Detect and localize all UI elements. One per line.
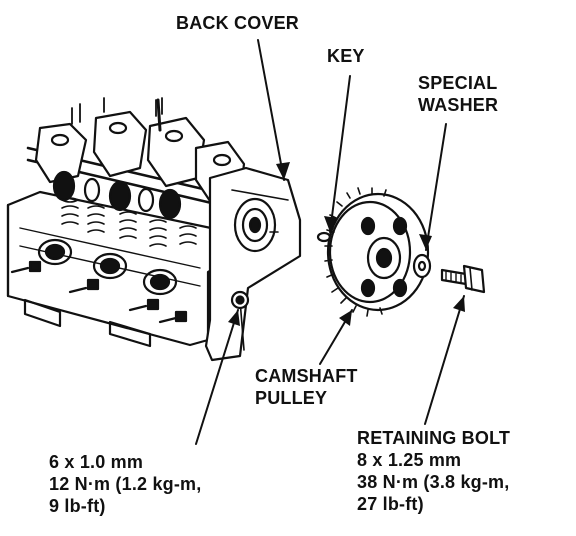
leader-special-washer <box>425 123 447 251</box>
retaining-bolt-torque-lbft: 27 lb-ft) <box>357 494 424 514</box>
key-label-text: KEY <box>327 46 365 66</box>
camshaft-pulley-label-line: PULLEY <box>255 388 328 408</box>
back-cover-label: BACK COVER <box>176 12 299 34</box>
retaining-bolt-torque: 38 N·m (3.8 kg-m, <box>357 472 510 492</box>
leader-back-cover <box>257 39 285 181</box>
retaining-bolt-size: 8 x 1.25 mm <box>357 450 462 470</box>
special-washer-label-line: SPECIAL <box>418 73 498 93</box>
camshaft-pulley-label-line: CAMSHAFT <box>255 366 358 386</box>
leader-head-bolt <box>195 309 239 445</box>
retaining-bolt-label: RETAINING BOLT 8 x 1.25 mm 38 N·m (3.8 k… <box>357 427 510 515</box>
cover-bolt-size: 6 x 1.0 mm <box>49 452 144 472</box>
leader-retaining-bolt <box>424 295 465 425</box>
arrow-heads <box>228 162 465 326</box>
back-cover-label-text: BACK COVER <box>176 13 300 33</box>
leader-key <box>329 75 351 233</box>
cover-bolt-torque: 12 N·m (1.2 kg-m, <box>49 474 202 494</box>
camshaft-pulley-label: CAMSHAFT PULLEY <box>255 365 358 409</box>
retaining-bolt <box>440 264 486 294</box>
special-washer <box>412 253 432 279</box>
back-cover <box>204 166 302 362</box>
special-washer-label: SPECIAL WASHER <box>418 72 498 116</box>
retaining-bolt-label-title: RETAINING BOLT <box>357 428 511 448</box>
cover-bolt-torque-lbft: 9 lb-ft) <box>49 496 106 516</box>
cover-bolt-spec-label: 6 x 1.0 mm 12 N·m (1.2 kg-m, 9 lb-ft) <box>49 451 201 517</box>
cylinder-head <box>6 190 232 348</box>
key-label: KEY <box>327 45 365 67</box>
camshaft-pulley <box>324 187 430 317</box>
special-washer-label-line: WASHER <box>418 95 499 115</box>
